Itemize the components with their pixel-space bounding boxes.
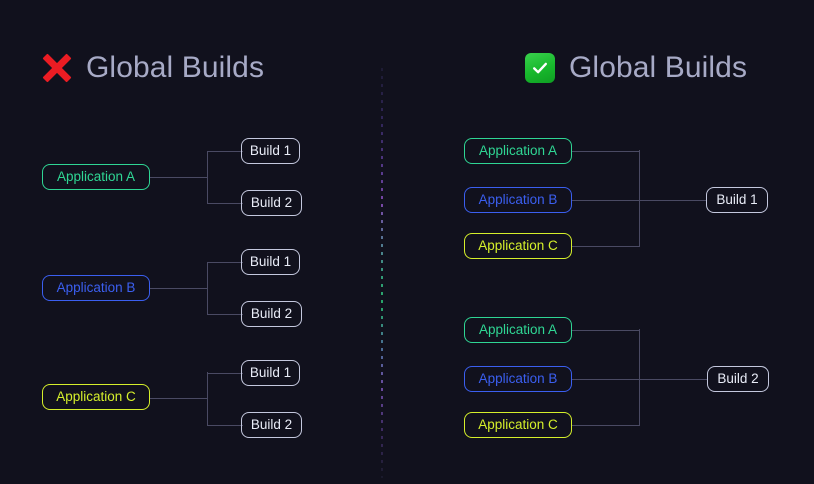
node-label: Application A (56, 169, 136, 185)
node-build-2-for-app-a[interactable]: Build 2 (241, 190, 302, 216)
node-build-1-for-app-a[interactable]: Build 1 (241, 138, 300, 164)
dotted-vertical-divider (381, 68, 383, 478)
wire-trunk-b-to-build-1 (207, 261, 243, 263)
node-label: Build 1 (716, 192, 758, 208)
node-label: Application C (478, 417, 558, 433)
wire-trunk-a-to-build-1 (207, 150, 243, 152)
wire-trunk-a-to-build-2 (207, 202, 243, 204)
page-title-bad: Global Builds (86, 51, 265, 84)
wire-app-b-to-trunk (150, 287, 208, 289)
node-label: Build 2 (250, 306, 293, 322)
wire-good1-app-b-to-bus (572, 199, 640, 201)
wire-trunk-b (207, 262, 209, 314)
node-label: Application B (478, 371, 558, 387)
check-mark-button-icon (525, 53, 555, 83)
page-title-good: Global Builds (569, 51, 748, 84)
node-label: Application B (478, 192, 558, 208)
wire-trunk-c (207, 372, 209, 425)
panel-heading-bad: Global Builds (42, 48, 264, 88)
node-label: Application A (478, 322, 558, 338)
node-application-c-bad[interactable]: Application C (42, 384, 150, 410)
node-build-2-shared[interactable]: Build 2 (707, 366, 769, 392)
wire-good1-app-a-to-bus (572, 150, 640, 152)
node-build-2-for-app-b[interactable]: Build 2 (241, 301, 302, 327)
node-label: Build 2 (717, 371, 759, 387)
node-label: Build 2 (250, 417, 293, 433)
node-build-1-shared[interactable]: Build 1 (706, 187, 768, 213)
node-label: Application A (478, 143, 558, 159)
wire-trunk-b-to-build-2 (207, 313, 243, 315)
node-application-b-good-2[interactable]: Application B (464, 366, 572, 392)
wire-good2-app-c-to-bus (572, 424, 640, 426)
node-label: Build 1 (249, 143, 292, 159)
wire-good1-bus-to-build-1 (639, 199, 706, 201)
wire-good2-bus-to-build-2 (639, 378, 707, 380)
wire-trunk-a (207, 151, 209, 203)
node-application-c-good-2[interactable]: Application C (464, 412, 572, 438)
wire-trunk-c-to-build-2 (207, 424, 243, 426)
node-application-c-good-1[interactable]: Application C (464, 233, 572, 259)
node-label: Build 1 (249, 254, 292, 270)
wire-app-c-to-trunk (150, 397, 208, 399)
wire-good1-bus (639, 150, 641, 246)
node-application-b-good-1[interactable]: Application B (464, 187, 572, 213)
node-build-1-for-app-c[interactable]: Build 1 (241, 360, 300, 386)
wire-trunk-c-to-build-1 (207, 372, 243, 374)
node-build-1-for-app-b[interactable]: Build 1 (241, 249, 300, 275)
node-label: Application C (56, 389, 136, 405)
node-label: Application C (478, 238, 558, 254)
wire-app-a-to-trunk (150, 176, 208, 178)
node-application-a-good-2[interactable]: Application A (464, 317, 572, 343)
wire-good2-app-a-to-bus (572, 329, 640, 331)
node-application-a-bad[interactable]: Application A (42, 164, 150, 190)
node-label: Build 1 (249, 365, 292, 381)
node-build-2-for-app-c[interactable]: Build 2 (241, 412, 302, 438)
wire-good2-app-b-to-bus (572, 378, 640, 380)
cross-mark-icon (42, 53, 72, 83)
wire-good1-app-c-to-bus (572, 245, 640, 247)
panel-heading-good: Global Builds (525, 48, 747, 88)
node-label: Build 2 (250, 195, 293, 211)
node-label: Application B (56, 280, 136, 296)
wire-good2-bus (639, 329, 641, 425)
node-application-a-good-1[interactable]: Application A (464, 138, 572, 164)
node-application-b-bad[interactable]: Application B (42, 275, 150, 301)
